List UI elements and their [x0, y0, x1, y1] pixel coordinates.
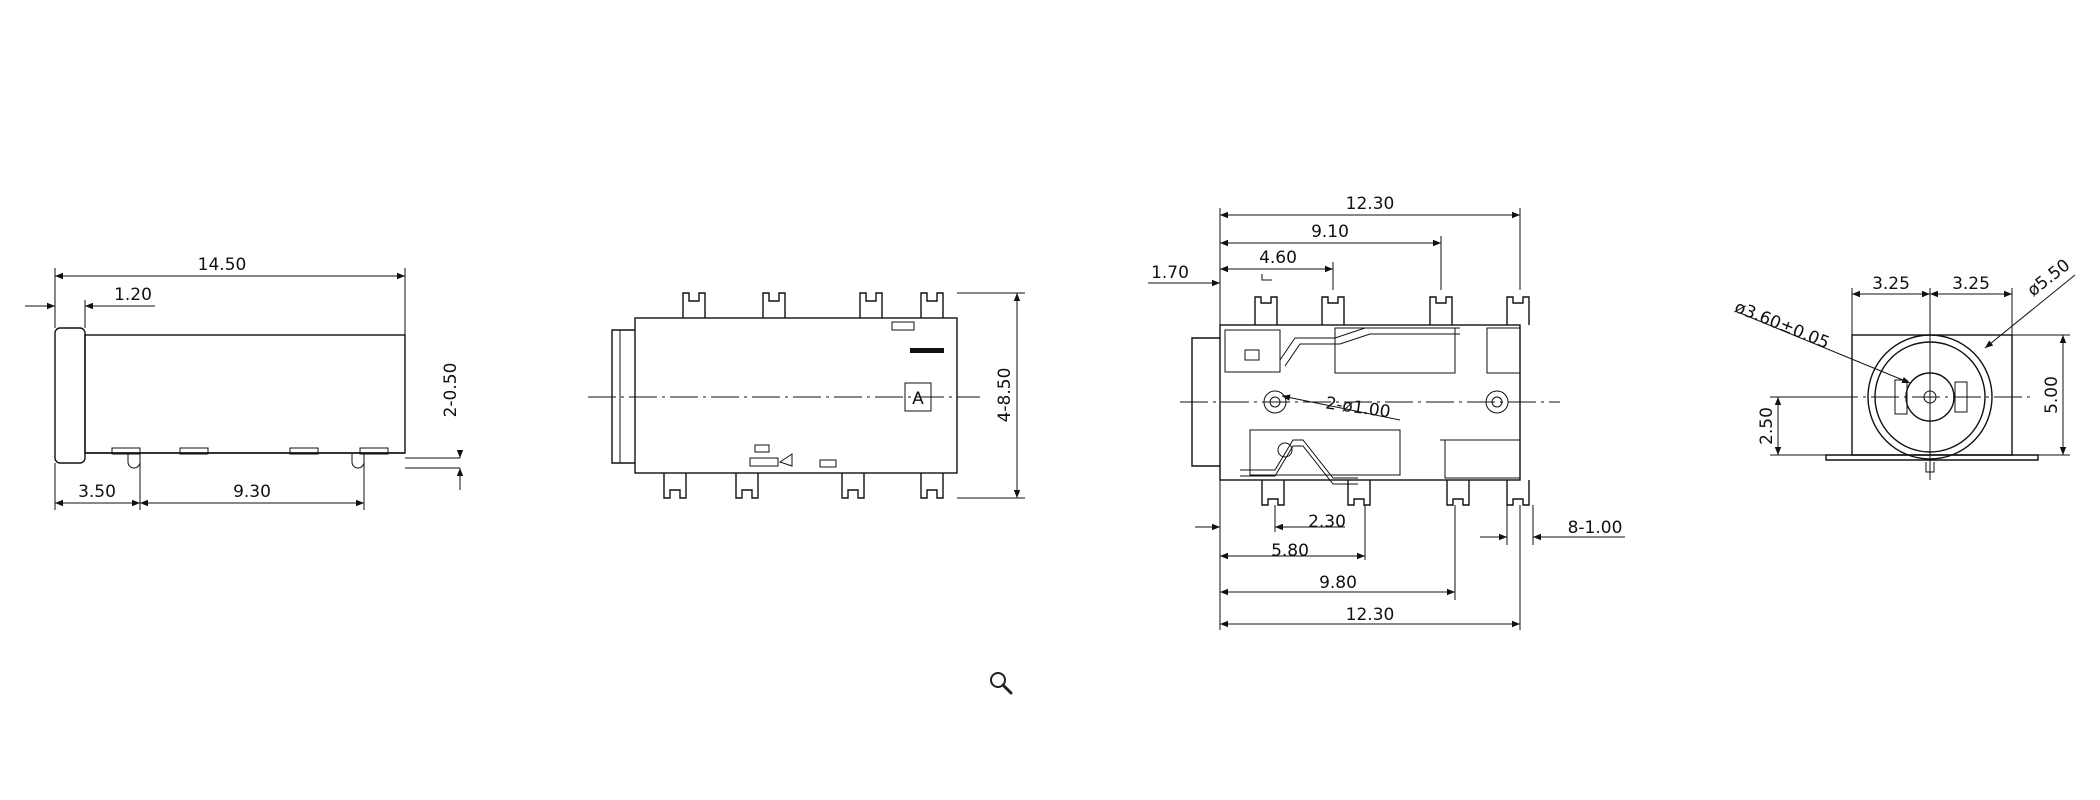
- front-view: 3.25 3.25 ø5.50 ø3.60±0.05 5.00 2.50: [1732, 255, 2076, 480]
- side-dim-pitch: 9.30: [233, 482, 271, 502]
- front-dim-inner-dia: ø3.60±0.05: [1732, 297, 1833, 353]
- side-dim-flange: 1.20: [114, 285, 152, 305]
- bottom-dim-230: 2.30: [1308, 512, 1346, 532]
- bottom-dim-460: 4.60: [1259, 248, 1297, 268]
- front-dim-height: 5.00: [2042, 376, 2062, 414]
- side-dim-pin-thk: 2-0.50: [441, 363, 461, 418]
- bottom-dim-holes: 2-ø1.00: [1324, 394, 1391, 423]
- front-dim-left: 3.25: [1872, 274, 1910, 294]
- top-view: A 4-8.50: [588, 292, 1025, 499]
- bottom-dim-580: 5.80: [1271, 541, 1309, 561]
- bottom-dim-pins: 8-1.00: [1568, 518, 1623, 538]
- front-dim-outer-dia: ø5.50: [2024, 255, 2074, 300]
- bottom-dim-170: 1.70: [1151, 263, 1189, 283]
- side-dim-length: 14.50: [198, 255, 247, 275]
- magnifier-icon[interactable]: [986, 668, 1016, 698]
- front-dim-center: 2.50: [1757, 407, 1777, 445]
- top-dim-height: 4-8.50: [995, 368, 1015, 423]
- side-pins: [111, 447, 460, 469]
- bottom-dim-980: 9.80: [1319, 573, 1357, 593]
- side-dim-offset: 3.50: [78, 482, 116, 502]
- bottom-dim-top-total: 12.30: [1346, 194, 1395, 214]
- side-view: 14.50 1.20 2-0.50 3.50 9.30: [25, 255, 464, 510]
- bottom-dim-910: 9.10: [1311, 222, 1349, 242]
- bottom-dim-bottom-total: 12.30: [1346, 605, 1395, 625]
- bottom-view: 12.30 9.10 4.60 1.70 2-ø1.00 2.30 5.80 9…: [1148, 194, 1625, 630]
- top-view-marking: A: [912, 389, 924, 409]
- front-dim-right: 3.25: [1952, 274, 1990, 294]
